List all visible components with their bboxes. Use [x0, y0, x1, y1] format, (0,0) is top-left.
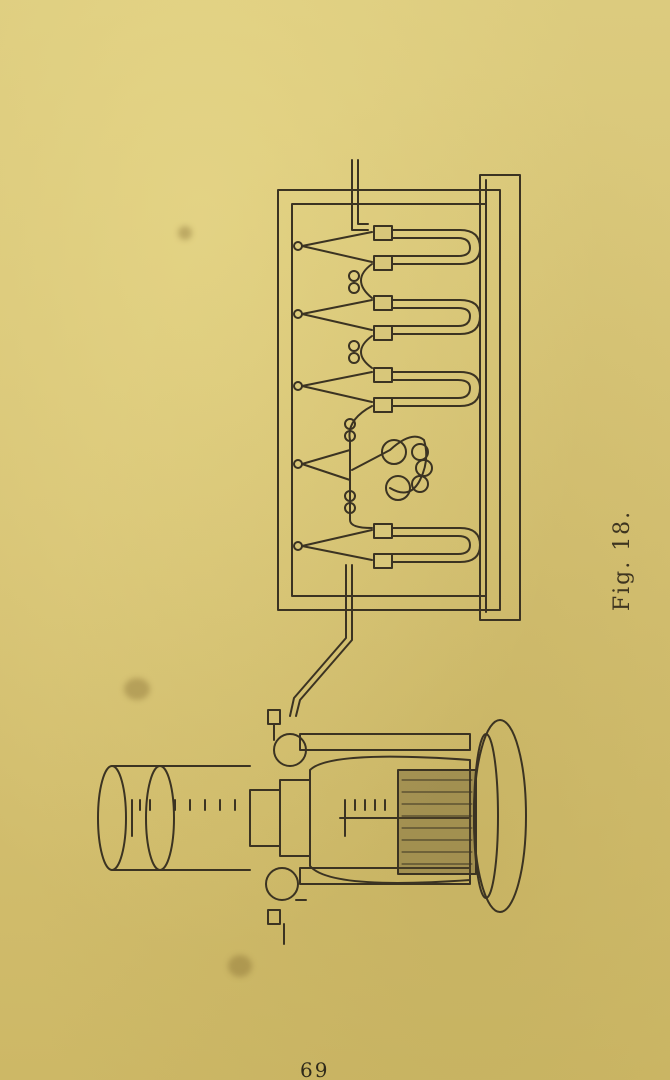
connecting-tubes — [344, 263, 373, 529]
bulb-absorber — [351, 435, 433, 501]
support-hooks — [293, 231, 373, 561]
foxing-spot — [178, 226, 192, 240]
figure-caption: Fig. 18. — [610, 509, 636, 612]
page-number: 69 — [300, 1058, 330, 1080]
foxing-spot — [124, 678, 150, 700]
rack-frame — [277, 159, 521, 621]
u-tubes — [391, 229, 481, 563]
delivery-pipe — [289, 564, 353, 717]
gasholder — [97, 709, 527, 945]
stoppers — [373, 225, 393, 569]
foxing-spot — [228, 955, 252, 977]
